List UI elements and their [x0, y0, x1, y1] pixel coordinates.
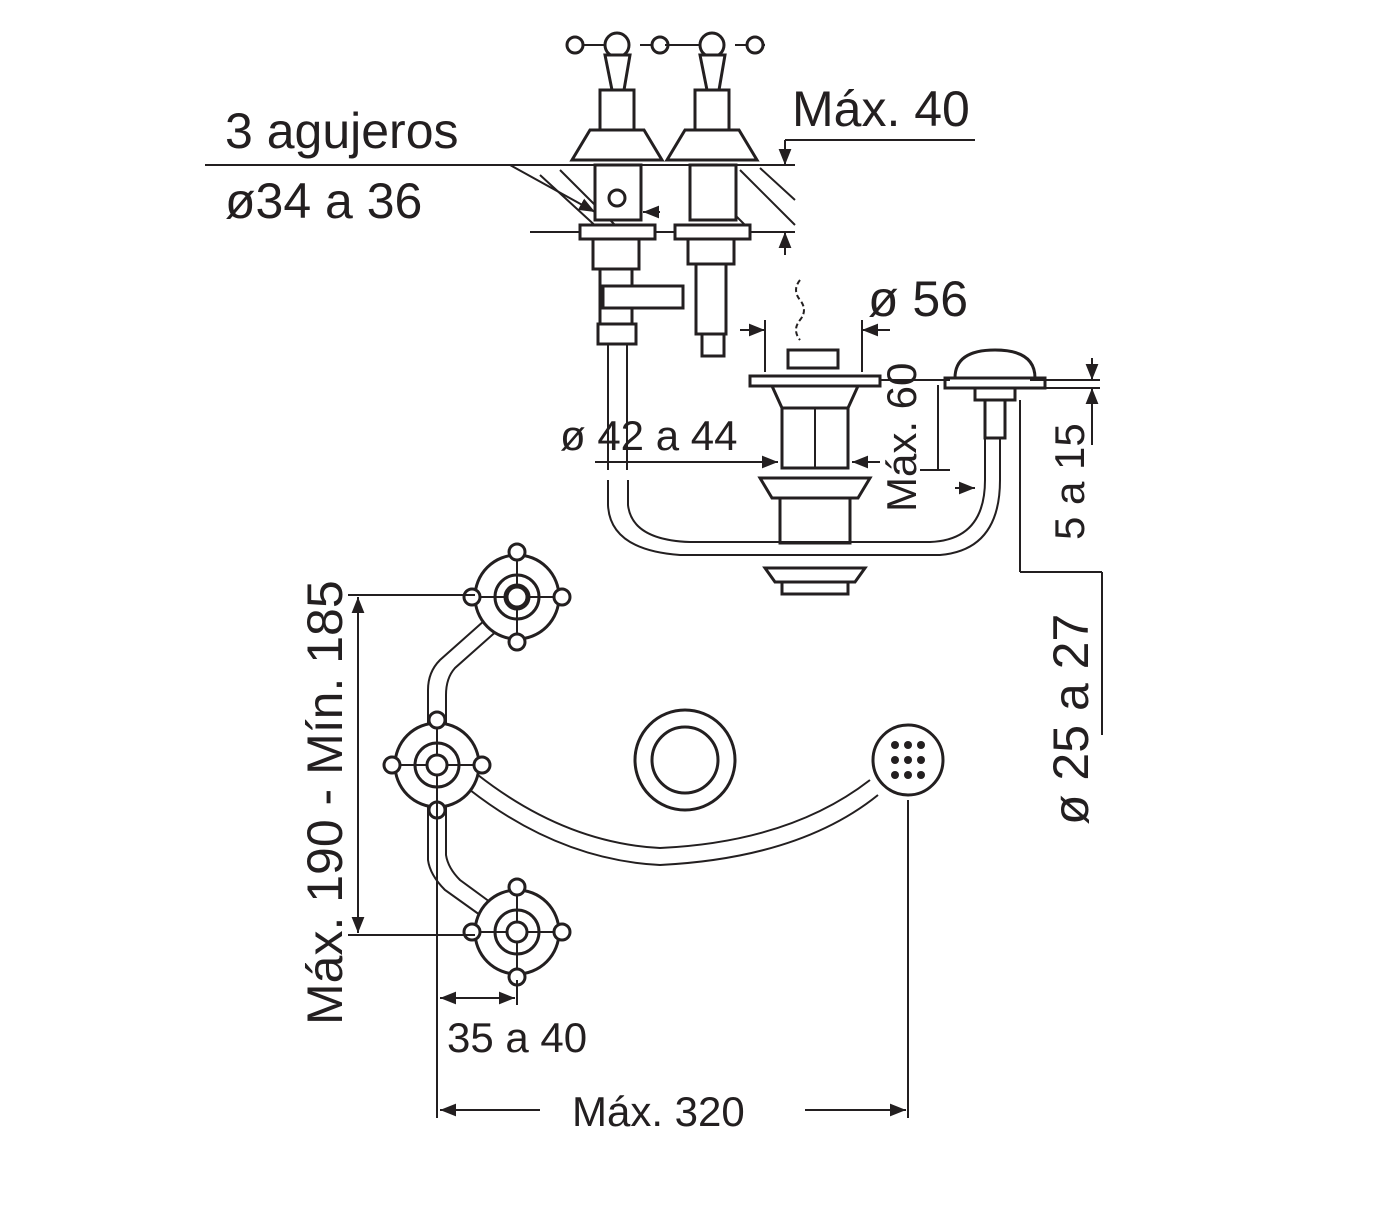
offset-label: 35 a 40 [447, 1014, 587, 1061]
hot-valve [565, 31, 685, 470]
cold-valve [664, 31, 765, 358]
hole-diameter-label: ø34 a 36 [225, 173, 422, 229]
drain-diameter-label: ø 56 [868, 271, 968, 327]
hot-valve-rosette [462, 542, 572, 652]
max-thickness-label: Máx. 40 [792, 81, 970, 137]
spout-thickness-label: 5 a 15 [1046, 423, 1093, 540]
drain-plan [633, 708, 737, 812]
drain-max-height-label: Máx. 60 [878, 363, 925, 512]
max-width-label: Máx. 320 [572, 1088, 745, 1135]
plan-view: Máx. 190 - Mín. 185 35 a 40 Máx. 320 [297, 542, 945, 1135]
drain-hole-diameter-label: ø 42 a 44 [560, 412, 737, 459]
dimension-lines-top [509, 139, 1103, 735]
elevation-view: 3 agujeros ø34 a 36 Máx. 40 ø 56 ø 42 a … [205, 31, 1103, 825]
valve-spacing-label: Máx. 190 - Mín. 185 [297, 580, 353, 1025]
plan-pipes [427, 619, 879, 916]
holes-label: 3 agujeros [225, 103, 459, 159]
spout-plan [871, 723, 945, 797]
spout-hole-diameter-label: ø 25 a 27 [1043, 614, 1099, 825]
mixer-valve-rosette [382, 710, 492, 820]
cold-valve-rosette [462, 877, 572, 987]
pop-up-drain [748, 279, 882, 596]
supply-pipe [607, 420, 1001, 556]
dimension-lines-bottom [348, 594, 909, 1118]
spout [943, 348, 1047, 440]
